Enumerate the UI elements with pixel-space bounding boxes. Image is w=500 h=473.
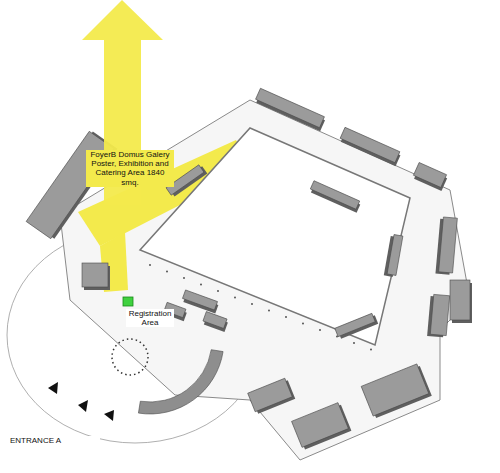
building-block [254, 88, 326, 131]
registration-desk [123, 297, 133, 306]
plan-shape [112, 339, 148, 375]
plan-shape [182, 290, 217, 310]
plan-shape [104, 410, 114, 421]
plan-shape [292, 403, 349, 448]
building-block [361, 363, 432, 419]
plan-shape [140, 128, 410, 345]
plan-shape [256, 88, 325, 127]
entrance-rotunda [48, 339, 223, 421]
entrance-label: ENTRANCE A [10, 436, 100, 445]
plan-shape [450, 280, 470, 320]
plan-shape [48, 382, 58, 394]
plan-shape [335, 313, 375, 336]
plan-shape [268, 310, 270, 312]
building-block [82, 263, 110, 290]
courtyard [140, 128, 410, 350]
plan-shape [78, 400, 88, 412]
plan-shape [82, 263, 108, 287]
plan-shape [387, 235, 403, 276]
plan-shape [251, 303, 253, 305]
building-block [202, 312, 229, 332]
plan-shape [361, 364, 429, 416]
plan-shape [200, 284, 202, 286]
plan-shape [183, 277, 185, 279]
plan-shape [310, 181, 359, 210]
plan-shape [413, 163, 446, 188]
building-block [292, 402, 352, 450]
building-block [335, 313, 378, 340]
plan-shape [319, 329, 321, 331]
plan-shape [149, 264, 151, 266]
floor-slab [60, 100, 470, 460]
plan-shape [370, 349, 372, 351]
plan-shape [60, 100, 470, 460]
plan-shape [217, 290, 219, 292]
area-label: Registration Area [126, 309, 174, 327]
plan-shape [439, 217, 458, 273]
plan-shape [203, 312, 227, 329]
building-block [181, 290, 219, 314]
area-label: FoyerB Domus Galery Poster, Exhibition a… [86, 150, 174, 187]
plan-shape [302, 323, 304, 325]
plan-shape [353, 342, 355, 344]
plan-shape [123, 297, 133, 306]
plan-shape [285, 316, 287, 318]
building-block [412, 163, 448, 192]
building-blocks [26, 88, 472, 450]
building-block [450, 280, 472, 323]
building-block [435, 217, 457, 275]
building-block [309, 181, 361, 213]
plan-shape [248, 378, 293, 412]
building-block [427, 294, 450, 337]
plan-shape [234, 297, 236, 299]
building-block [248, 377, 296, 414]
plan-shape [340, 127, 400, 162]
plan-shape [166, 271, 168, 273]
building-block [339, 127, 402, 166]
plan-shape [430, 294, 449, 335]
plan-shape [138, 350, 223, 414]
building-block [384, 234, 403, 277]
